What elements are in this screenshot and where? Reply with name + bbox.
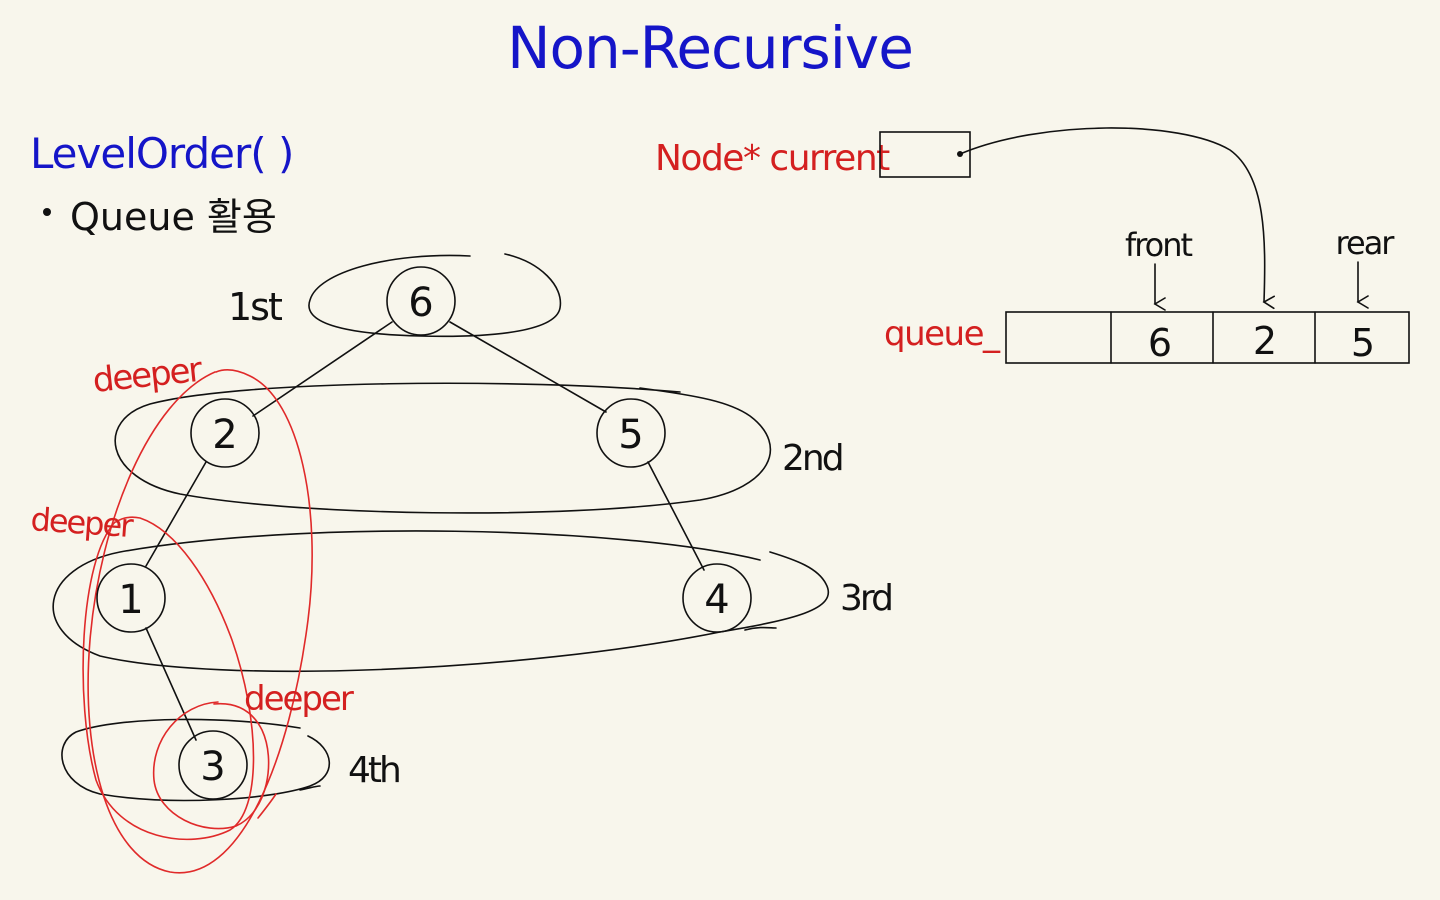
- queue-label: queue_: [884, 314, 1001, 354]
- level-label-3rd: 3rd: [840, 578, 891, 619]
- deeper-loops: [82, 369, 313, 874]
- front-label: front: [1125, 226, 1193, 264]
- pointer-label: Node* current: [655, 138, 890, 179]
- page-title: Non-Recursive: [507, 14, 913, 82]
- queue-array: 6 2 5: [1005, 311, 1410, 365]
- node-value: 2: [212, 412, 237, 458]
- tree-node-2: 2: [190, 398, 260, 468]
- level-label-1st: 1st: [228, 285, 282, 329]
- node-circle: [190, 398, 260, 468]
- deeper-label-3: deeper: [244, 679, 354, 719]
- level-3-loop: [52, 530, 829, 673]
- bullet-text: Queue 활용: [70, 195, 277, 239]
- level-label-4th: 4th: [348, 750, 399, 791]
- deeper-label-1: deeper: [91, 350, 204, 401]
- node-value: 3: [200, 744, 225, 790]
- edge-6-2: [252, 321, 393, 417]
- function-name: LevelOrder( ): [30, 129, 293, 178]
- tree-node-1: 1: [96, 563, 166, 633]
- queue-outline: [1005, 311, 1410, 364]
- node-circle: [178, 730, 248, 800]
- edge-5-4: [647, 461, 705, 571]
- node-value: 6: [408, 280, 433, 326]
- pointer-arrow: [959, 127, 1275, 310]
- edge-2-1: [145, 461, 207, 567]
- tree-node-4: 4: [682, 563, 752, 633]
- queue-cell-1: 6: [1148, 321, 1172, 365]
- node-circle: [96, 563, 166, 633]
- pointer-box: [879, 131, 971, 178]
- node-value: 1: [118, 577, 143, 623]
- node-circle: [386, 266, 456, 336]
- edge-1-3: [145, 627, 197, 741]
- bullet-dot: [43, 208, 51, 216]
- tree-node-3: 3: [178, 730, 248, 800]
- rear-label: rear: [1336, 224, 1396, 262]
- tree-node-5: 5: [596, 398, 666, 468]
- node-value: 4: [704, 577, 729, 623]
- node-circle: [682, 563, 752, 633]
- queue-cell-2: 2: [1253, 319, 1277, 363]
- level-4-loop: [61, 718, 331, 802]
- node-circle: [596, 398, 666, 468]
- tree-node-6: 6: [386, 266, 456, 336]
- queue-cell-3: 5: [1351, 321, 1375, 365]
- edge-6-5: [449, 321, 607, 413]
- deeper-label-2: deeper: [29, 500, 135, 545]
- level-1-loop: [308, 253, 562, 338]
- node-value: 5: [618, 412, 643, 458]
- level-2-loop: [114, 382, 771, 514]
- level-label-2nd: 2nd: [782, 438, 842, 479]
